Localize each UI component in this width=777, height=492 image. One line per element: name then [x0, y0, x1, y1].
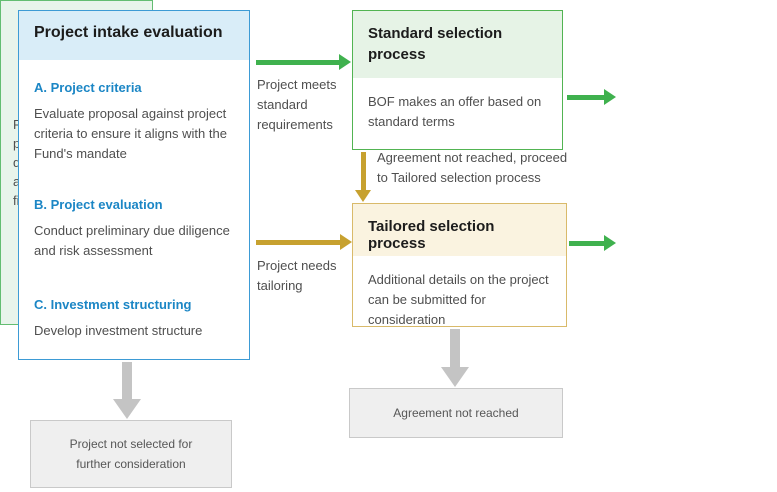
intake-section-a-body: Evaluate proposal against project criter…	[34, 106, 227, 161]
project-intake-evaluation-box: Project intake evaluation A. Project cri…	[18, 10, 250, 360]
label-project-needs-tailoring: Project needs tailoring	[257, 258, 337, 293]
standard-box-body: BOF makes an offer based on standard ter…	[368, 94, 542, 129]
not-selected-outcome-text: Project not selected for further conside…	[69, 437, 193, 471]
standard-box-title: Standard selection process	[353, 11, 562, 78]
tailored-selection-process-box: Tailored selection process Additional de…	[352, 203, 567, 327]
intake-box-body: A. Project criteria Evaluate proposal ag…	[19, 60, 249, 341]
intake-section-c-heading: C. Investment structuring	[34, 297, 192, 312]
arrow-standard-to-final-icon	[567, 89, 616, 105]
arrow-shaft	[122, 362, 132, 399]
arrow-intake-to-not-selected-icon	[113, 362, 141, 419]
intake-section-c-body: Develop investment structure	[34, 323, 203, 338]
arrow-shaft	[256, 239, 340, 245]
intake-section-b-heading: B. Project evaluation	[34, 197, 163, 212]
tailored-box-body: Additional details on the project can be…	[368, 272, 549, 327]
label-project-meets-standard: Project meets standard requirements	[257, 77, 337, 132]
arrow-head-icon	[355, 190, 371, 202]
arrow-head-icon	[339, 54, 351, 70]
arrow-tailored-to-final-icon	[569, 235, 616, 251]
arrow-head-icon	[604, 89, 616, 105]
arrow-head-icon	[604, 235, 616, 251]
arrow-shaft	[567, 94, 604, 100]
arrow-shaft	[569, 240, 604, 246]
arrow-intake-to-standard-icon	[256, 54, 351, 70]
arrow-tailored-to-not-reached-icon	[441, 329, 469, 387]
arrow-head-icon	[340, 234, 352, 250]
tailored-box-title: Tailored selection process	[353, 204, 566, 256]
label-agreement-not-reached-proceed: Agreement not reached, proceed to Tailor…	[377, 150, 568, 185]
agreement-not-reached-outcome-box: Agreement not reached	[349, 388, 563, 438]
arrow-head-icon	[113, 399, 141, 419]
standard-selection-process-box: Standard selection process BOF makes an …	[352, 10, 563, 150]
intake-section-b-body: Conduct preliminary due diligence and ri…	[34, 223, 230, 258]
intake-section-a-heading: A. Project criteria	[34, 80, 142, 95]
arrow-head-icon	[441, 367, 469, 387]
arrow-shaft	[450, 329, 460, 367]
arrow-shaft	[360, 152, 366, 190]
arrow-shaft	[256, 59, 339, 65]
agreement-not-reached-outcome-text: Agreement not reached	[393, 406, 519, 420]
intake-box-title: Project intake evaluation	[19, 11, 249, 60]
arrow-standard-to-tailored-icon	[355, 152, 371, 202]
arrow-intake-to-tailored-icon	[256, 234, 352, 250]
not-selected-outcome-box: Project not selected for further conside…	[30, 420, 232, 488]
